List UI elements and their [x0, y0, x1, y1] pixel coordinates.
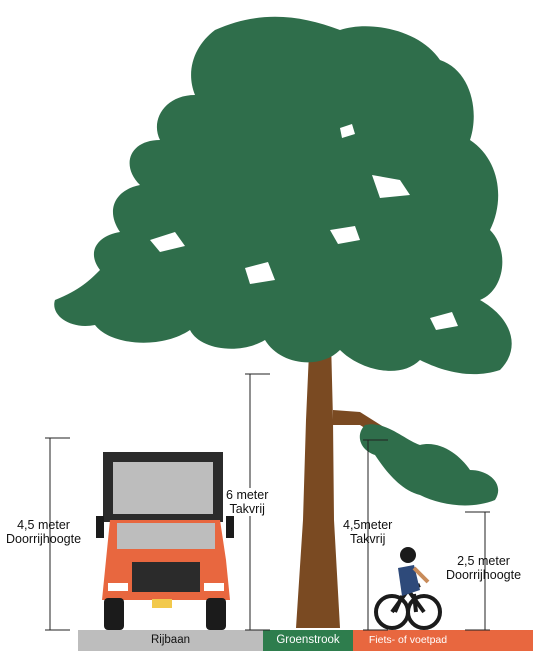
- truck-plate: [152, 599, 172, 608]
- truck-height-value: 4,5: [17, 518, 34, 532]
- road-clearance-value: 6: [226, 488, 233, 502]
- truck-mirror-right: [226, 516, 234, 538]
- path-label: Fiets- of voetpad: [353, 631, 463, 649]
- cyclist-height-unit: meter: [478, 554, 510, 568]
- truck-cargo-window: [113, 462, 213, 514]
- truck-grille: [132, 562, 200, 592]
- cyclist-height-value: 2,5: [457, 554, 474, 568]
- truck-headlight-left: [108, 583, 128, 591]
- truck-wheel-right: [206, 598, 226, 630]
- cyclist-head: [400, 547, 416, 563]
- road-clearance-label: 6 meter Takvrij: [226, 488, 268, 516]
- road-clearance-unit: meter: [236, 488, 268, 502]
- path-clearance-unit: meter: [360, 518, 392, 532]
- path-clearance-value: 4,5: [343, 518, 360, 532]
- cyclist-height-desc: Doorrijhoogte: [446, 568, 521, 582]
- road-label: Rijbaan: [78, 631, 263, 649]
- truck-height-unit: meter: [38, 518, 70, 532]
- truck-height-label: 4,5 meter Doorrijhoogte: [6, 518, 81, 546]
- tree-foliage: [54, 17, 511, 506]
- truck-height-desc: Doorrijhoogte: [6, 532, 81, 546]
- truck-icon: [96, 452, 234, 630]
- cyclist-height-label: 2,5 meter Doorrijhoogte: [446, 554, 521, 582]
- road-clearance-desc: Takvrij: [229, 502, 264, 516]
- truck-headlight-right: [204, 583, 224, 591]
- cyclist-icon: [376, 547, 440, 628]
- path-clearance-desc: Takvrij: [350, 532, 385, 546]
- truck-wheel-left: [104, 598, 124, 630]
- green-strip-label: Groenstrook: [263, 631, 353, 649]
- truck-mirror-left: [96, 516, 104, 538]
- path-clearance-label: 4,5meter Takvrij: [343, 518, 392, 546]
- truck-windshield: [117, 523, 215, 549]
